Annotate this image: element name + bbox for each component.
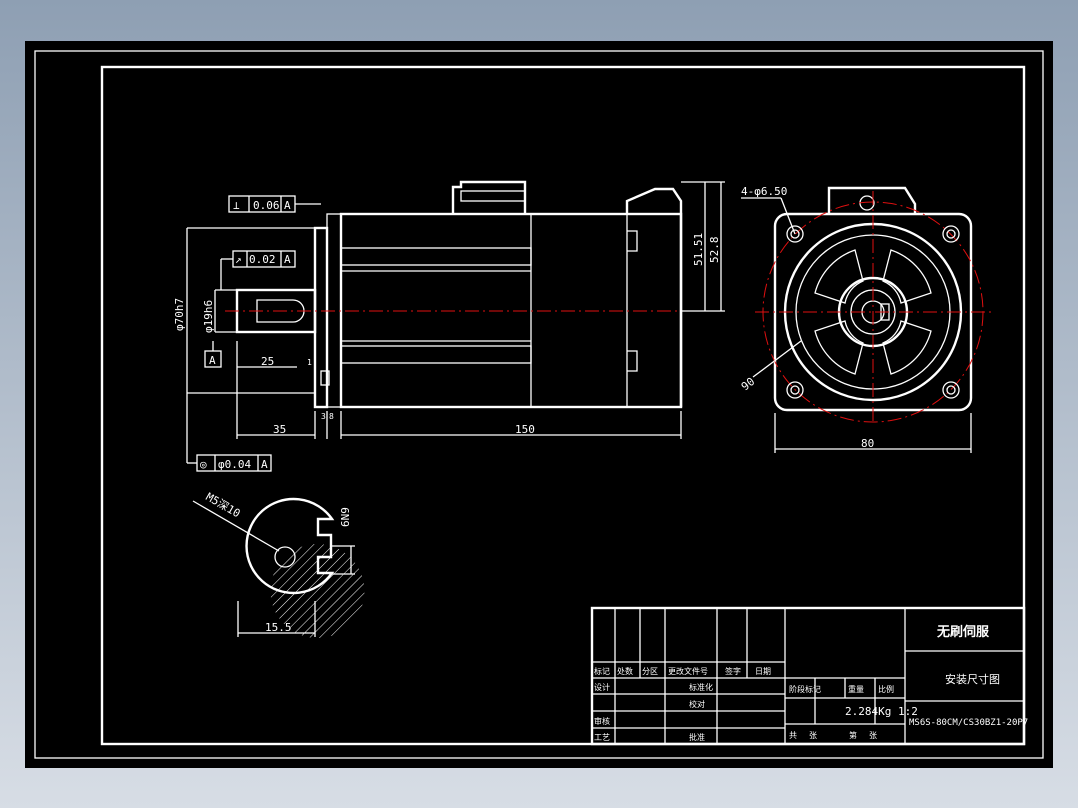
dim-pilot-dia: φ70h7 <box>173 298 186 331</box>
connector-top-view <box>827 186 917 214</box>
drawing-subtitle: 安装尺寸图 <box>945 672 1000 686</box>
concentricity-frame: ◎ φ0.04 A <box>186 393 272 472</box>
label-review: 审核 <box>594 716 610 726</box>
hdr-scale: 比例 <box>878 684 894 694</box>
svg-text:◎: ◎ <box>200 458 207 471</box>
svg-text:0.02: 0.02 <box>249 253 276 266</box>
svg-text:A: A <box>209 354 216 367</box>
dim-step: 1 <box>307 358 312 367</box>
dim-shaft-dia: φ19h6 <box>202 300 215 333</box>
power-connector <box>451 180 527 214</box>
label-process: 工艺 <box>594 733 610 742</box>
hdr-sign: 签字 <box>725 666 741 676</box>
cad-viewport[interactable]: 150 35 25 3 8 1 51.51 52.8 φ70h7 φ19h6 ⊥… <box>25 41 1053 768</box>
runout-frame: ↗ 0.02 A <box>220 250 296 290</box>
inner-drawing-frame <box>100 65 1026 746</box>
svg-text:A: A <box>261 458 268 471</box>
label-standard: 标准化 <box>689 682 713 692</box>
label-sheets: 张 <box>809 731 817 740</box>
dim-flange-thickness: 8 <box>329 412 334 421</box>
label-total: 共 <box>789 731 797 740</box>
dim-holes: 4-φ6.50 <box>741 185 787 198</box>
perpendicularity-frame: ⊥ 0.06 A <box>228 195 321 213</box>
dim-key-width: 6N9 <box>339 507 352 527</box>
svg-text:0.06: 0.06 <box>253 199 280 212</box>
outer-sheet-border <box>34 50 1044 759</box>
mass-scale: 2.284Kg 1:2 <box>845 705 918 718</box>
dim-section-depth: 15.5 <box>265 621 292 634</box>
dim-shoulder: 3 <box>321 412 326 421</box>
section-view: 6N9 M5深10 15.5 <box>192 490 365 638</box>
front-view: 80 90 4-φ6.50 <box>739 185 991 453</box>
dim-height-2: 52.8 <box>708 237 721 264</box>
drawing-title: 无刷伺服 <box>936 624 990 640</box>
label-design: 设计 <box>594 682 610 692</box>
dim-overall-length: 150 <box>515 423 535 436</box>
hdr-change-doc: 更改文件号 <box>668 666 708 676</box>
svg-text:↗: ↗ <box>235 253 242 266</box>
hdr-date: 日期 <box>755 667 771 676</box>
datum-a: A <box>204 341 222 368</box>
hdr-weight: 重量 <box>848 684 864 694</box>
label-approve: 批准 <box>689 732 705 742</box>
thread-hole <box>274 546 296 568</box>
encoder-cover <box>625 187 683 407</box>
svg-text:⊥: ⊥ <box>233 199 240 212</box>
hdr-stage: 阶段标记 <box>789 684 821 694</box>
svg-text:φ0.04: φ0.04 <box>218 458 251 471</box>
shaft-section <box>245 497 335 595</box>
hdr-zone: 分区 <box>642 667 658 676</box>
drawing-number: MS6S-80CM/CS30BZ1-20P7 <box>909 718 1028 728</box>
label-sheet-no: 第 <box>849 730 857 740</box>
side-view: 150 35 25 3 8 1 51.51 52.8 φ70h7 φ19h6 ⊥… <box>173 180 725 472</box>
hdr-count: 处数 <box>617 666 633 676</box>
dim-flange-width: 80 <box>861 437 874 450</box>
dim-key-length: 25 <box>261 355 274 368</box>
engineering-drawing: 150 35 25 3 8 1 51.51 52.8 φ70h7 φ19h6 ⊥… <box>34 50 1044 759</box>
title-block: 标记 处数 分区 更改文件号 签字 日期 设计 审核 工艺 标准化 校对 批准 … <box>590 606 1028 746</box>
motor-body <box>339 212 683 409</box>
label-sheet: 张 <box>869 731 877 740</box>
dim-pitch-circle: 90 <box>739 375 757 393</box>
dim-thread: M5深10 <box>204 490 243 520</box>
svg-text:A: A <box>284 199 291 212</box>
mount-holes <box>786 225 960 399</box>
label-check: 校对 <box>689 699 705 709</box>
dim-height-1: 51.51 <box>692 233 705 266</box>
dim-shaft-length: 35 <box>273 423 286 436</box>
hdr-mark: 标记 <box>594 666 610 676</box>
svg-text:A: A <box>284 253 291 266</box>
shaft-keyway <box>256 299 305 323</box>
